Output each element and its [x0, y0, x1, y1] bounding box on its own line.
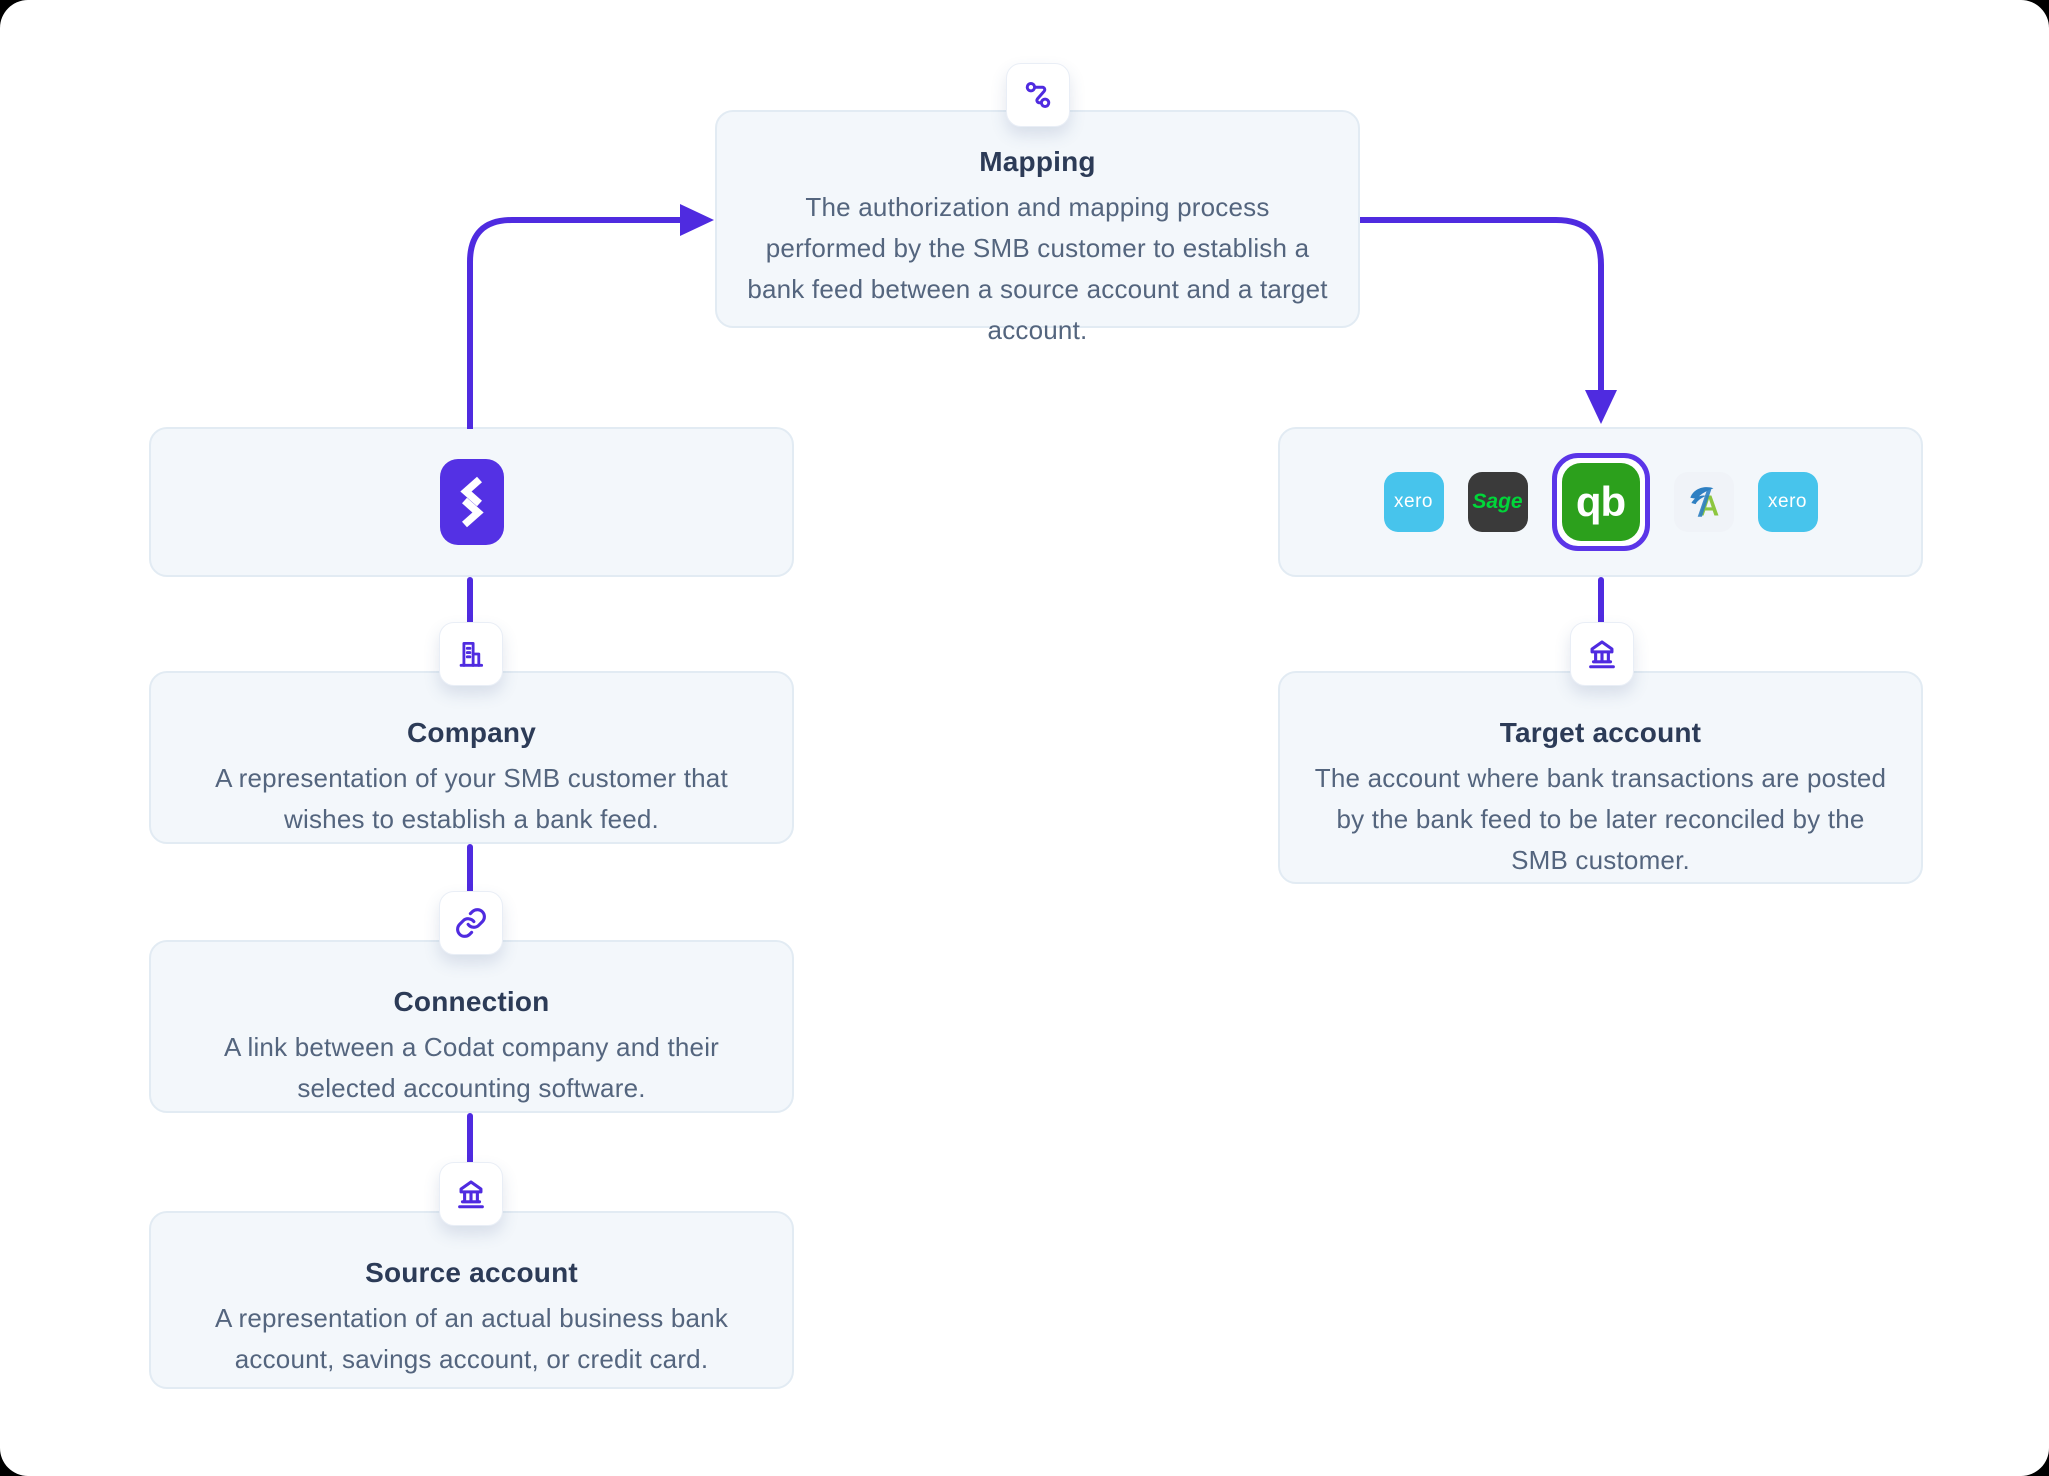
xero-label: xero [1394, 491, 1433, 512]
company-node: Company A representation of your SMB cus… [149, 671, 794, 844]
arrow-codat-to-mapping [467, 204, 714, 429]
target-account-description: The account where bank transactions are … [1314, 763, 1887, 875]
bank-icon [1589, 640, 1615, 669]
target-account-title: Target account [1499, 717, 1702, 748]
svg-text:A: A [1698, 491, 1718, 523]
connection-title: Connection [393, 986, 550, 1017]
connection-node: Connection A link between a Codat compan… [149, 940, 794, 1113]
link-icon [456, 908, 486, 938]
codat-logo [439, 459, 504, 545]
target-account-node: Target account The account where bank tr… [1278, 671, 1923, 884]
connection-icon-card [439, 891, 503, 955]
codat-node [149, 427, 794, 577]
source-account-node: Source account A representation of an ac… [149, 1211, 794, 1389]
connection-description: A link between a Codat company and their… [223, 1032, 720, 1103]
software-logo-row: xero Sage qb A xero [1278, 427, 1923, 577]
target-account-icon-card [1570, 622, 1634, 686]
mapping-node: Mapping The authorization and mapping pr… [715, 110, 1360, 345]
quickbooks-logo: qb [1561, 463, 1640, 541]
source-account-description: A representation of an actual business b… [214, 1303, 729, 1374]
route-icon [1025, 82, 1051, 108]
mapping-description: The authorization and mapping process pe… [747, 192, 1328, 345]
xero-logo[interactable]: xero [1757, 472, 1818, 532]
codat-chevrons-icon [459, 476, 484, 528]
xero-logo[interactable]: xero [1383, 472, 1444, 532]
arrow-mapping-to-software [1360, 217, 1617, 424]
freeagent-logo[interactable]: A [1673, 472, 1734, 532]
mapping-title: Mapping [979, 146, 1096, 177]
sage-label: Sage [1472, 490, 1523, 513]
source-account-icon-card [439, 1162, 503, 1226]
freeagent-icon: A [1689, 487, 1719, 523]
sage-logo[interactable]: Sage [1467, 472, 1528, 532]
source-account-title: Source account [365, 1257, 578, 1288]
mapping-icon-card [1006, 63, 1070, 127]
quickbooks-logo-selected[interactable]: qb [1551, 453, 1650, 551]
bank-icon [458, 1180, 484, 1209]
quickbooks-label: qb [1575, 478, 1626, 525]
company-icon-card [439, 622, 503, 686]
building-icon [459, 641, 484, 667]
company-title: Company [407, 717, 536, 748]
company-description: A representation of your SMB customer th… [215, 763, 728, 834]
xero-label: xero [1768, 491, 1807, 512]
